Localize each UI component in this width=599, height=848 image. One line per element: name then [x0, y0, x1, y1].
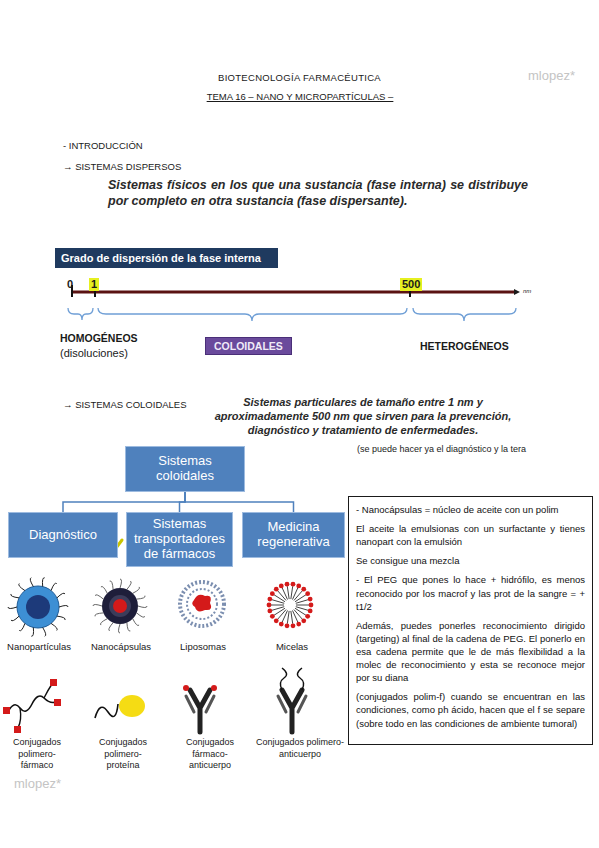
note-paragraph: (conjugados polim-f) cuando se encuentra…: [356, 690, 585, 729]
item-caption: Micelas: [255, 641, 329, 652]
note-paragraph: Se consigue una mezcla: [356, 554, 585, 567]
section-heading: TEMA 16 – NANO Y MICROPARTÍCULAS –: [130, 91, 470, 102]
brace: [68, 308, 93, 320]
range-badge: COLOIDALES: [205, 337, 292, 355]
box-label: Grado de dispersión de la fase interna: [61, 252, 272, 264]
box-content: Sistemas coloidales: [132, 454, 238, 484]
item-caption: Conjugados fármaco-anticuerpo: [174, 737, 246, 772]
axis-value: 0: [67, 278, 73, 291]
range-label: HOMOGÉNEOS: [60, 332, 138, 345]
box-label: Sistemas transportadores de fármacos: [133, 517, 226, 562]
item-caption: Nanopartículas: [2, 641, 76, 652]
item-caption: Conjugados polimero-fármaco: [4, 737, 70, 772]
box-content: Diagnóstico: [29, 528, 97, 543]
side-note: (se puede hacer ya el diagnóstico y la t…: [357, 444, 595, 455]
polymer-antibody-icon: [278, 668, 306, 732]
box-label: Sistemas coloidales: [132, 454, 238, 484]
box-content: Medicina regenerativa: [249, 520, 338, 550]
box-label: Diagnóstico: [29, 528, 97, 543]
category-box: Diagnóstico: [8, 512, 118, 558]
box-label: COLOIDALES: [214, 340, 283, 352]
nanoparticle-icon: [8, 578, 68, 637]
note-paragraph: - El PEG que pones lo hace + hidrófilo, …: [356, 573, 585, 612]
definition-text: Sistemas particulares de tamaño entre 1 …: [200, 396, 526, 437]
page-title: BIOTECNOLOGÍA FARMACÉUTICA: [0, 72, 599, 83]
note-paragraph: - Nanocápsulas = núcleo de aceite con un…: [356, 503, 585, 516]
box-label: Medicina regenerativa: [249, 520, 338, 550]
polymer-protein-icon: [95, 695, 145, 718]
watermark: mlopez*: [14, 776, 61, 792]
micelle-icon: [267, 582, 314, 628]
axis-value: 1: [89, 278, 99, 291]
liposome-icon: [180, 582, 224, 626]
nanocapsule-icon: [93, 579, 147, 633]
tree-connector: [63, 492, 185, 512]
polymer-drug-icon: [3, 679, 61, 733]
brace: [413, 308, 516, 321]
note-box: - Nanocápsulas = núcleo de aceite con un…: [348, 496, 593, 745]
brace: [98, 308, 407, 321]
item-caption: Conjugados polimero-anticuerpo: [252, 737, 348, 760]
watermark: mlopez*: [528, 68, 575, 84]
note-paragraph: Además, puedes ponerles reconocimiento d…: [356, 619, 585, 685]
subsection-heading: - INTRODUCCIÓN: [63, 140, 143, 151]
title-band: Grado de dispersión de la fase interna: [55, 248, 278, 268]
drug-antibody-icon: [183, 685, 217, 732]
tree-connector: [180, 492, 186, 512]
axis-line: [72, 291, 516, 294]
box-content: Sistemas transportadores de fármacos: [133, 517, 226, 562]
axis-value: 500: [400, 278, 422, 291]
category-box: Sistemas transportadores de fármacos: [126, 512, 233, 567]
root-box: Sistemas coloidales: [125, 446, 245, 492]
axis-end: [514, 289, 520, 295]
item-caption: Nanocápsulas: [84, 641, 158, 652]
item-caption: Conjugados polimero-proteína: [90, 737, 156, 772]
note-paragraph: El aceite la emulsionas con un surfactan…: [356, 522, 585, 548]
item-caption: Liposomas: [166, 641, 240, 652]
definition-text: Sistemas físicos en los que una sustanci…: [108, 178, 528, 209]
tree-connector: [185, 492, 294, 512]
category-box: Medicina regenerativa: [242, 512, 345, 558]
range-label: HETEROGÉNEOS: [420, 340, 509, 353]
range-note: (disoluciones): [60, 347, 128, 360]
subsection-heading: → SISTEMAS COLOIDALES: [63, 399, 187, 410]
axis-unit: nm: [523, 288, 531, 295]
subsection-heading: → SISTEMAS DISPERSOS: [63, 161, 181, 172]
